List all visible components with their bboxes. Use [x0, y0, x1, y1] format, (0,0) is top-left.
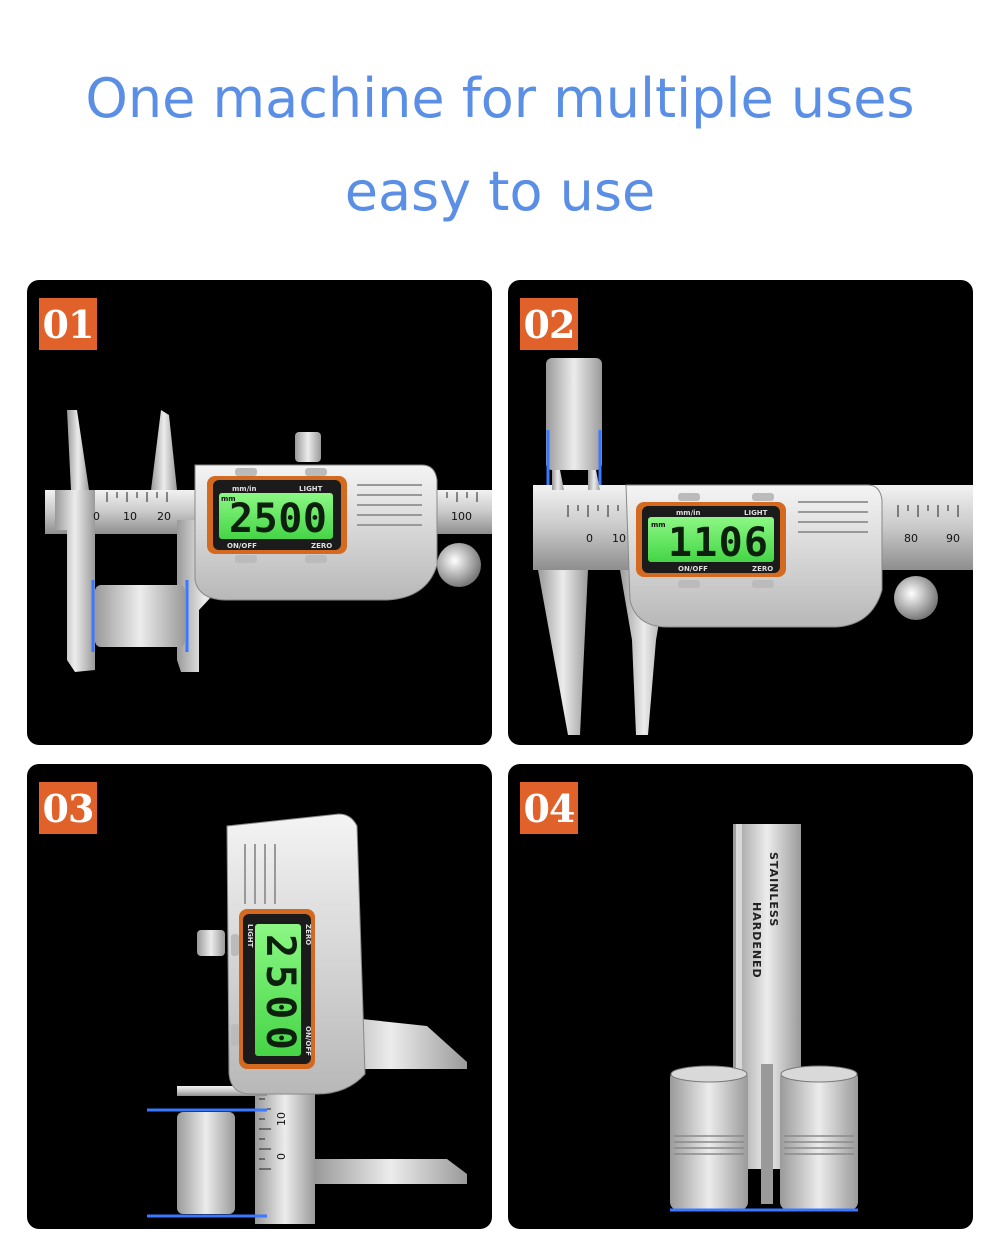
onoff-label: ON/OFF	[227, 542, 257, 550]
scale-label: 80	[904, 532, 918, 545]
zero-label: ZERO	[752, 565, 773, 573]
stamp-hardened: HARDENED	[750, 902, 763, 979]
scale-label: 20	[157, 510, 171, 523]
caliper-depth-illustration: 0 10 20 2500 LIGHT ON/OFF ZERO	[147, 813, 467, 1224]
scale-label: 10	[612, 532, 626, 545]
caliper-outside-illustration: 0 10 20 100 2500 mm/in LIGHT mm ON/OFF Z…	[45, 410, 492, 672]
scale-label: 10	[275, 1112, 288, 1126]
unit-label: mm/in	[676, 509, 701, 517]
panel-inside-measurement: 0 10 80 90 1106 mm/in LIGHT mm ON/OFF ZE…	[508, 280, 973, 745]
mm-label: mm	[651, 521, 666, 529]
panel-outside-measurement: 0 10 20 100 2500 mm/in LIGHT mm ON/OFF Z…	[27, 280, 492, 745]
panel-depth-measurement: 0 10 20 2500 LIGHT ON/OFF ZERO 03	[27, 764, 492, 1229]
zero-label: ZERO	[304, 924, 312, 945]
zero-label: ZERO	[311, 542, 332, 550]
scale-label: 0	[586, 532, 593, 545]
scale-label: 0	[275, 1153, 288, 1160]
caliper-step-illustration: STAINLESS HARDENED	[670, 824, 858, 1212]
scale-label: 100	[451, 510, 472, 523]
scale-label: 10	[123, 510, 137, 523]
step-badge: 01	[39, 298, 97, 350]
light-label: LIGHT	[299, 485, 323, 493]
step-badge: 02	[520, 298, 578, 350]
step-badge: 03	[39, 782, 97, 834]
unit-label: mm/in	[232, 485, 257, 493]
light-label: LIGHT	[744, 509, 768, 517]
lcd-reading: 2500	[229, 496, 327, 542]
headline-line-2: easy to use	[344, 160, 656, 223]
mm-label: mm	[221, 495, 236, 503]
light-label: LIGHT	[246, 924, 254, 948]
onoff-label: ON/OFF	[678, 565, 708, 573]
caliper-inside-illustration: 0 10 80 90 1106 mm/in LIGHT mm ON/OFF ZE…	[533, 358, 973, 735]
stamp-stainless: STAINLESS	[767, 852, 780, 927]
scale-label: 0	[93, 510, 100, 523]
headline-line-1: One machine for multiple uses	[85, 67, 915, 130]
step-badge: 04	[520, 782, 578, 834]
lcd-reading: 1106	[668, 520, 768, 566]
scale-label: 90	[946, 532, 960, 545]
panel-step-measurement: STAINLESS HARDENED 04	[508, 764, 973, 1229]
onoff-label: ON/OFF	[304, 1026, 312, 1056]
